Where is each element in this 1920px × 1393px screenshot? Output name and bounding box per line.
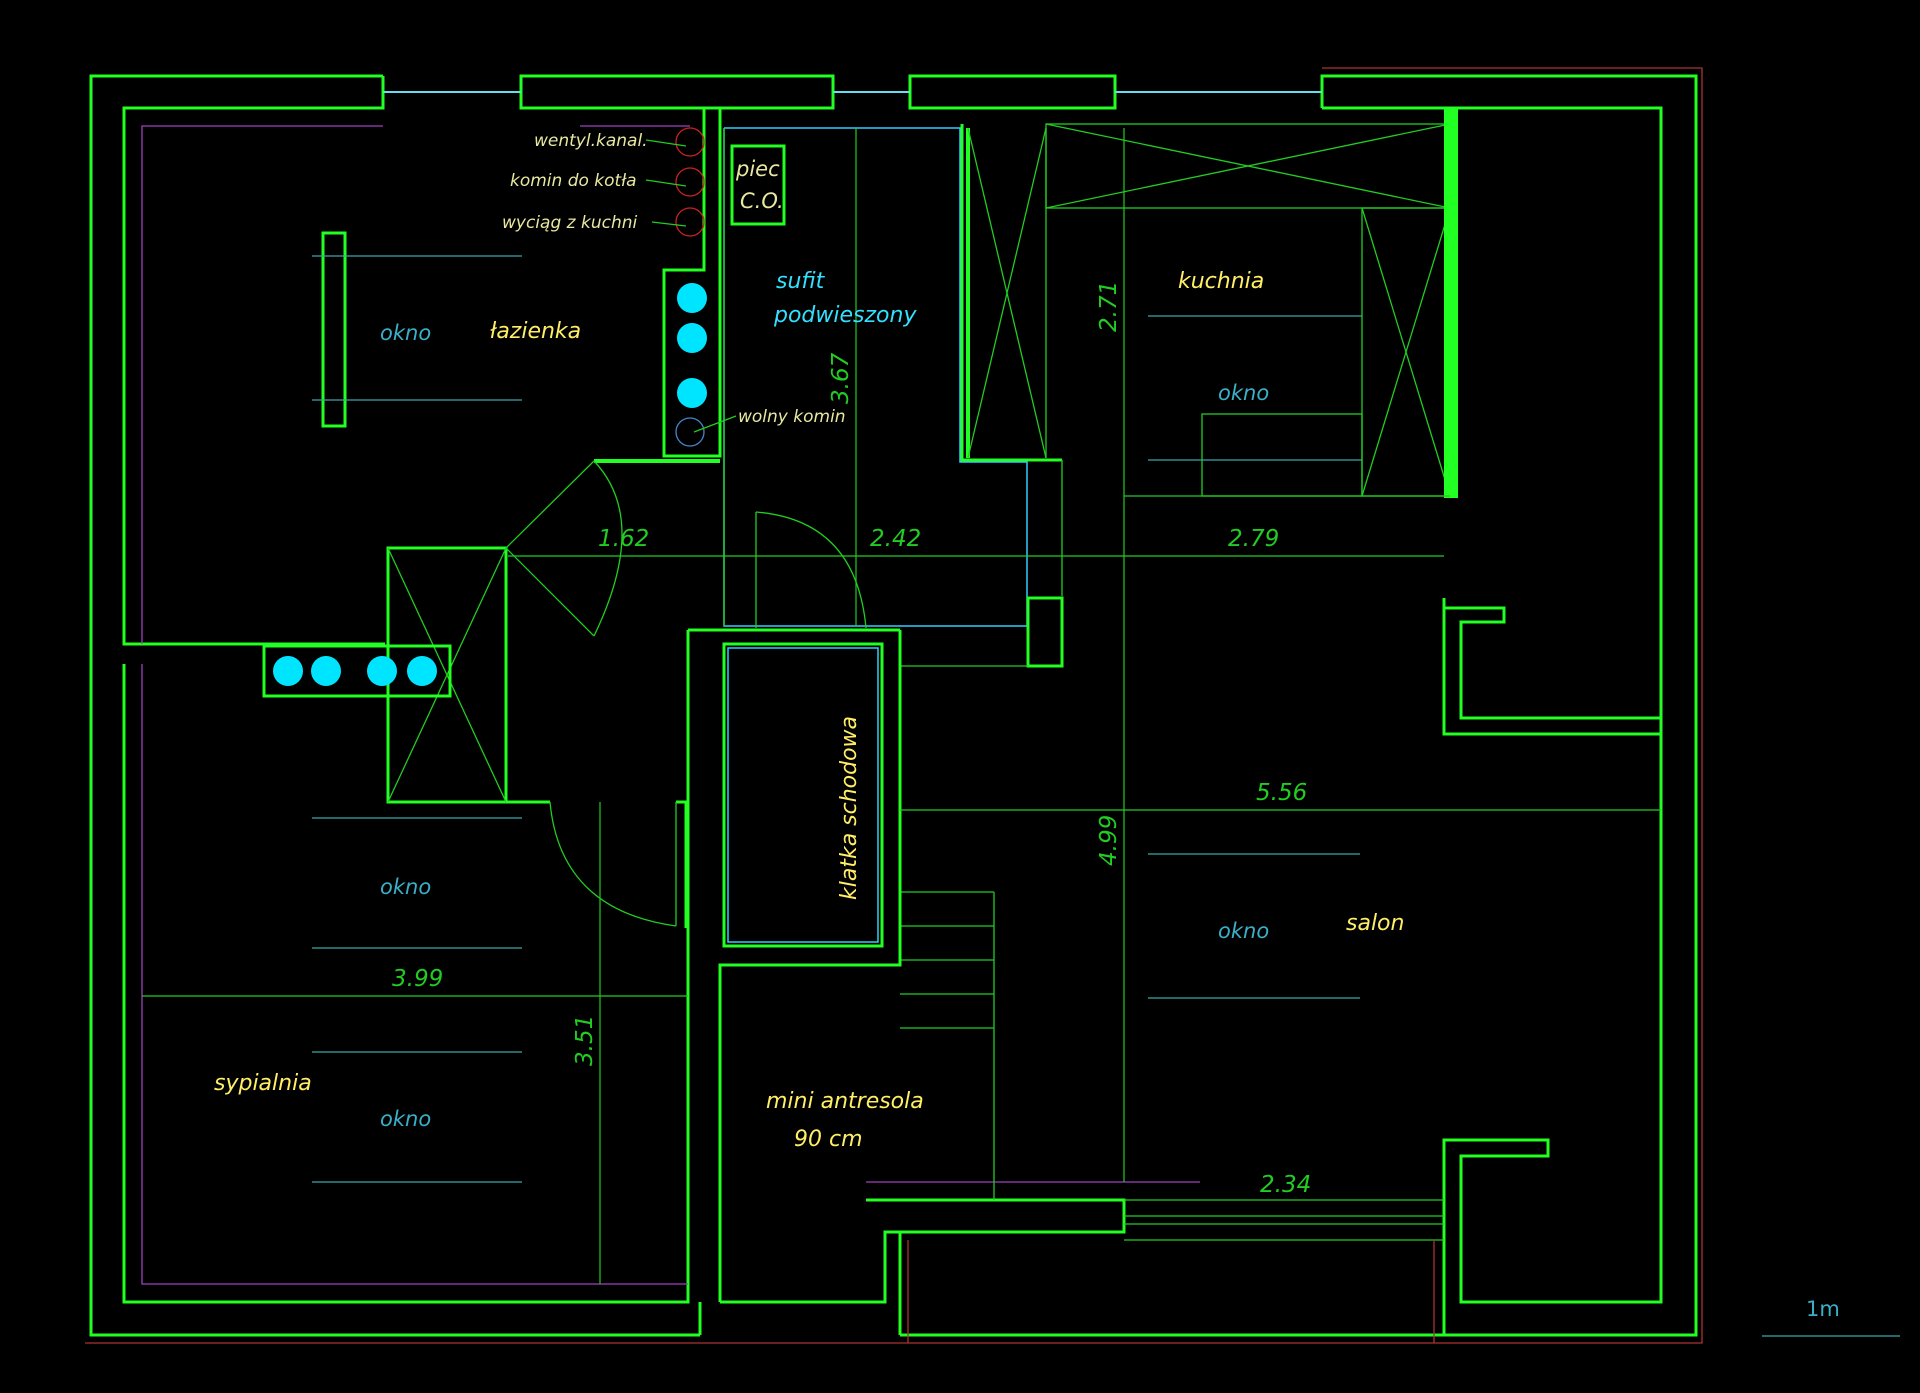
- window-label-bathroom: okno: [380, 321, 431, 345]
- window-label-bedroom-2: okno: [380, 1107, 431, 1131]
- free-chimney-icon: [675, 417, 705, 447]
- outer-walls: [89, 74, 1698, 1337]
- kitchen-exhaust-icon: [675, 207, 705, 237]
- room-label-living-room: salon: [1346, 911, 1404, 936]
- hall-area: [723, 127, 1028, 627]
- dimension-label: 2.42: [870, 526, 921, 552]
- interior-walls: [262, 460, 867, 928]
- dimension-label: 3.99: [392, 966, 443, 992]
- duct-circle-icon: [407, 656, 437, 686]
- staircase: [688, 628, 1028, 1200]
- annotation-vent: wentyl.kanal.: [534, 131, 648, 151]
- duct-circle-icon: [677, 378, 707, 408]
- duct-circle-icon: [367, 656, 397, 686]
- boiler-label-line2: C.O.: [740, 189, 784, 213]
- dimension-label: 2.79: [1228, 526, 1279, 552]
- duct-circle-icon: [677, 323, 707, 353]
- ceiling-label-line2: podwieszony: [773, 303, 917, 328]
- bathroom-door-arc: [593, 460, 623, 637]
- bathroom-window-frame: [321, 231, 347, 428]
- window-label-bedroom-1: okno: [380, 875, 431, 899]
- kitchen-walls: [960, 108, 1458, 668]
- bedroom-door-arc: [549, 801, 677, 927]
- room-label-bathroom: łazienka: [490, 319, 581, 344]
- dimension-label: 3.51: [572, 1015, 598, 1066]
- room-label-bedroom: sypialnia: [214, 1071, 312, 1096]
- dimension-label: 4.99: [1096, 815, 1122, 866]
- room-label-mezzanine-height: 90 cm: [794, 1127, 863, 1152]
- finish-lines: [141, 125, 690, 1285]
- boiler-label-line1: piec: [735, 157, 780, 181]
- window-label-kitchen: okno: [1218, 381, 1269, 405]
- window-lines: [312, 255, 1362, 1183]
- scale-label: 1m: [1806, 1297, 1840, 1321]
- duct-circle-icon: [311, 656, 341, 686]
- dimension-label: 2.34: [1260, 1172, 1311, 1198]
- dimension-lines: [142, 128, 1661, 1284]
- right-niche: [1442, 598, 1661, 736]
- room-label-staircase: klatka schodowa: [837, 716, 862, 900]
- scale-bar: 1m: [1762, 1297, 1900, 1337]
- ceiling-label-line1: sufit: [776, 269, 826, 294]
- dimension-label: 3.67: [828, 352, 854, 404]
- room-label-mezzanine: mini antresola: [766, 1089, 924, 1114]
- boiler-box: [730, 144, 786, 226]
- boiler-chimney-icon: [675, 167, 705, 197]
- chimney-shaft: [645, 127, 737, 447]
- bottom-walls: [122, 630, 1663, 1343]
- bathroom-walls: [321, 108, 722, 463]
- dimension-label: 5.56: [1256, 780, 1307, 806]
- annotation-free-chimney: wolny komin: [738, 407, 846, 427]
- dimension-label: 1.62: [598, 526, 649, 552]
- site-border: [85, 67, 1703, 1344]
- annotation-boiler-chimney: komin do kotła: [510, 171, 637, 191]
- vent-duct-icon: [675, 127, 705, 157]
- hall-door-arc: [755, 511, 867, 629]
- duct-circle-icon: [677, 283, 707, 313]
- duct-circle-icon: [273, 656, 303, 686]
- room-label-kitchen: kuchnia: [1178, 269, 1264, 294]
- window-label-living-room: okno: [1218, 919, 1269, 943]
- annotation-kitchen-exhaust: wyciąg z kuchni: [502, 213, 637, 233]
- dimension-label: 2.71: [1096, 281, 1122, 332]
